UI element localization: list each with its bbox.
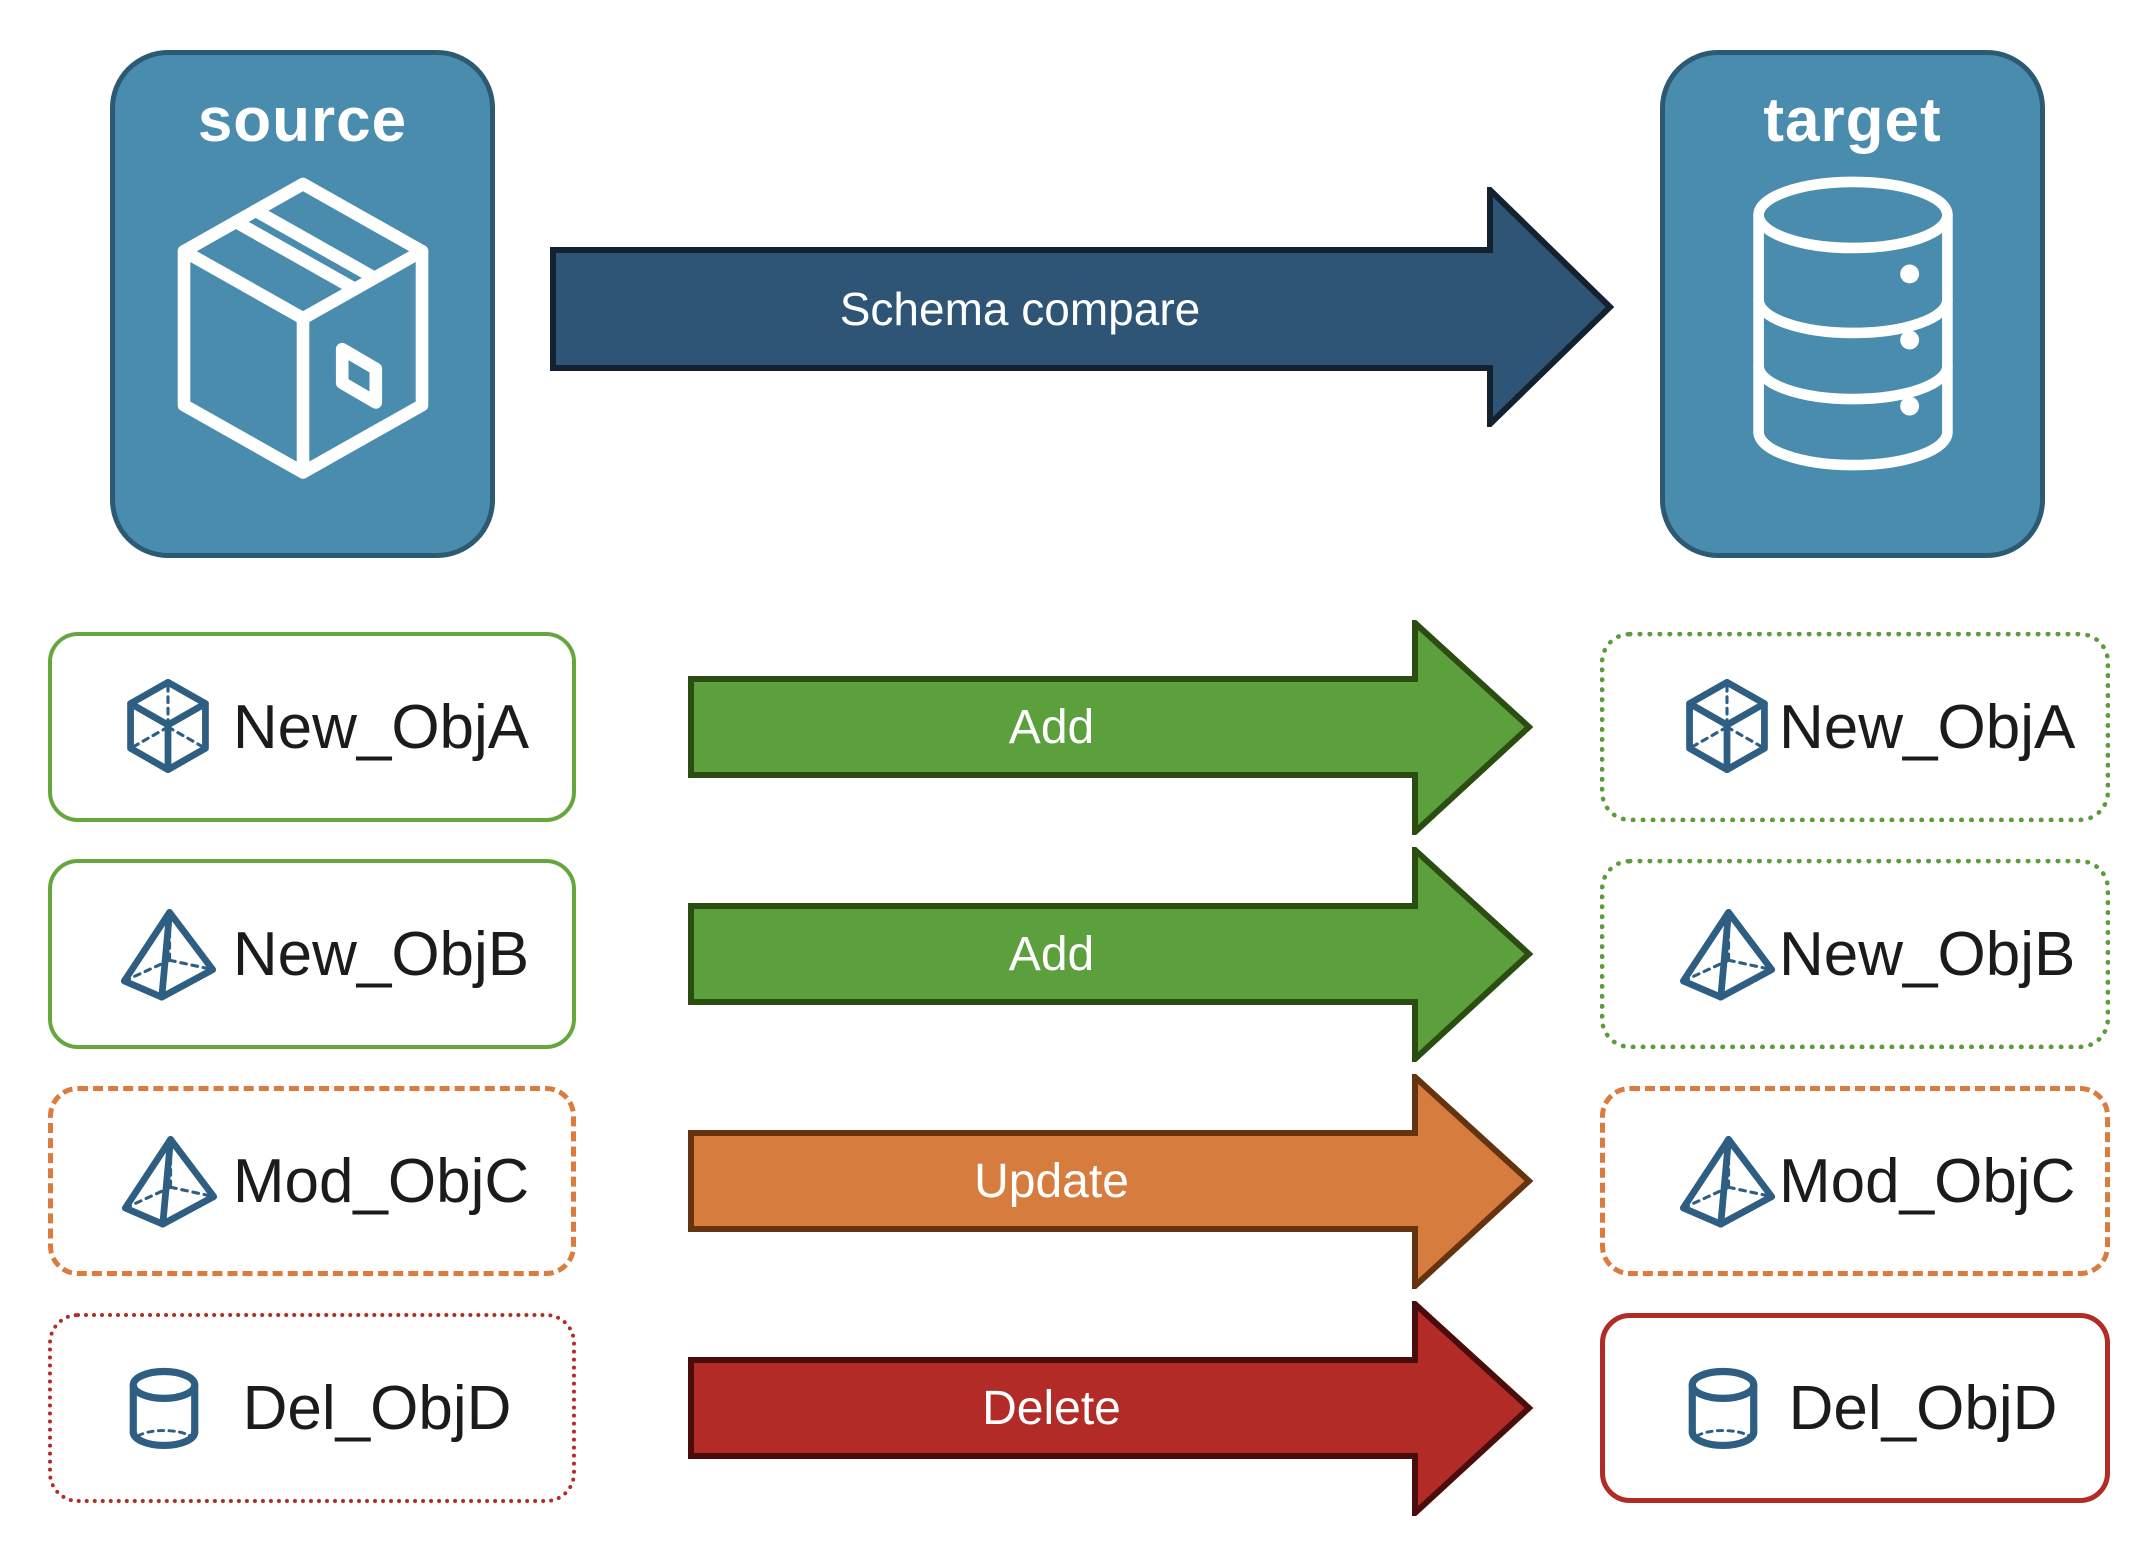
- cube-icon: [1686, 678, 1768, 774]
- pyramid-icon: [1679, 909, 1776, 1001]
- schema-compare-arrow: [550, 187, 1615, 427]
- pyramid-icon: [1679, 1136, 1776, 1228]
- source-node: source: [110, 50, 495, 558]
- cylinder-icon: [1688, 1367, 1758, 1450]
- object-label: Mod_ObjC: [232, 1146, 530, 1216]
- object-label: New_ObjA: [232, 692, 530, 762]
- object-label: New_ObjA: [1779, 692, 2076, 762]
- add-arrow-2: [688, 847, 1533, 1062]
- cube-icon: [127, 678, 209, 774]
- target-title: target: [1763, 86, 1942, 155]
- object-label: Del_ObjD: [242, 1373, 512, 1443]
- source-object-new-obja: New_ObjA: [48, 632, 576, 822]
- source-object-mod-objc: Mod_ObjC: [48, 1086, 576, 1276]
- cylinder-icon: [129, 1367, 199, 1450]
- source-object-new-objb: New_ObjB: [48, 859, 576, 1049]
- target-object-del-objd: Del_ObjD: [1600, 1313, 2110, 1503]
- update-arrow: [688, 1074, 1533, 1289]
- pyramid-icon: [121, 1136, 218, 1228]
- object-label: Mod_ObjC: [1779, 1146, 2076, 1216]
- target-object-new-objb: New_ObjB: [1600, 859, 2110, 1049]
- object-label: New_ObjB: [1779, 919, 2076, 989]
- source-title: source: [197, 86, 408, 155]
- add-arrow-1: [688, 620, 1533, 835]
- database-icon: [1752, 176, 1953, 471]
- source-object-del-objd: Del_ObjD: [48, 1313, 576, 1503]
- target-object-mod-objc: Mod_ObjC: [1600, 1086, 2110, 1276]
- object-label: New_ObjB: [232, 919, 530, 989]
- delete-arrow: [688, 1301, 1533, 1516]
- target-object-new-obja: New_ObjA: [1600, 632, 2110, 822]
- object-label: Del_ObjD: [1788, 1373, 2058, 1443]
- target-node: target: [1660, 50, 2045, 558]
- package-box-icon: [177, 177, 428, 479]
- pyramid-icon: [120, 909, 217, 1001]
